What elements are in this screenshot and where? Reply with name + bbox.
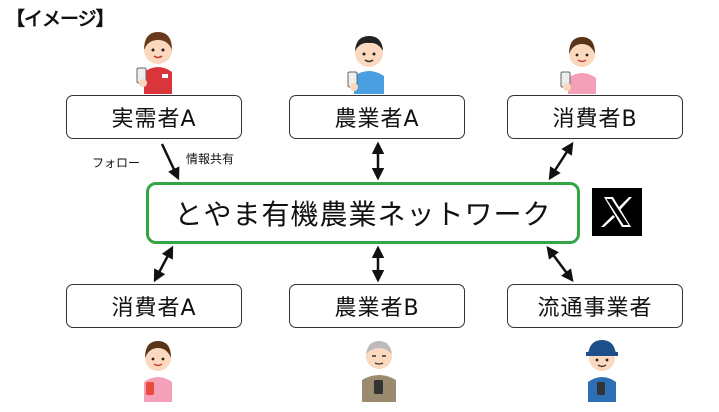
- arrow-bottom-right: [546, 246, 574, 282]
- node-bottom-right: 流通事業者: [507, 284, 683, 328]
- edge-label-share: 情報共有: [186, 152, 235, 166]
- node-bottom-center: 農業者B: [289, 284, 465, 328]
- edge-label-follow: フォロー: [92, 156, 141, 170]
- x-logo-icon: [592, 188, 642, 236]
- person-top-right-icon: [560, 37, 596, 94]
- node-top-center: 農業者A: [289, 95, 465, 139]
- person-bottom-center-icon: [362, 341, 396, 402]
- node-top-right: 消費者B: [507, 95, 683, 139]
- node-top-left: 実需者A: [66, 95, 242, 139]
- person-bottom-right-icon: [586, 340, 618, 402]
- caption: 【イメージ】: [6, 8, 115, 30]
- arrow-top-left: [160, 143, 180, 181]
- node-bottom-left: 消費者A: [66, 284, 242, 328]
- arrow-bottom-left: [153, 245, 174, 283]
- person-bottom-left-icon: [144, 341, 172, 402]
- person-top-left-icon: [136, 32, 172, 94]
- arrow-top-right: [548, 141, 574, 181]
- hub-network: とやま有機農業ネットワーク: [146, 182, 580, 244]
